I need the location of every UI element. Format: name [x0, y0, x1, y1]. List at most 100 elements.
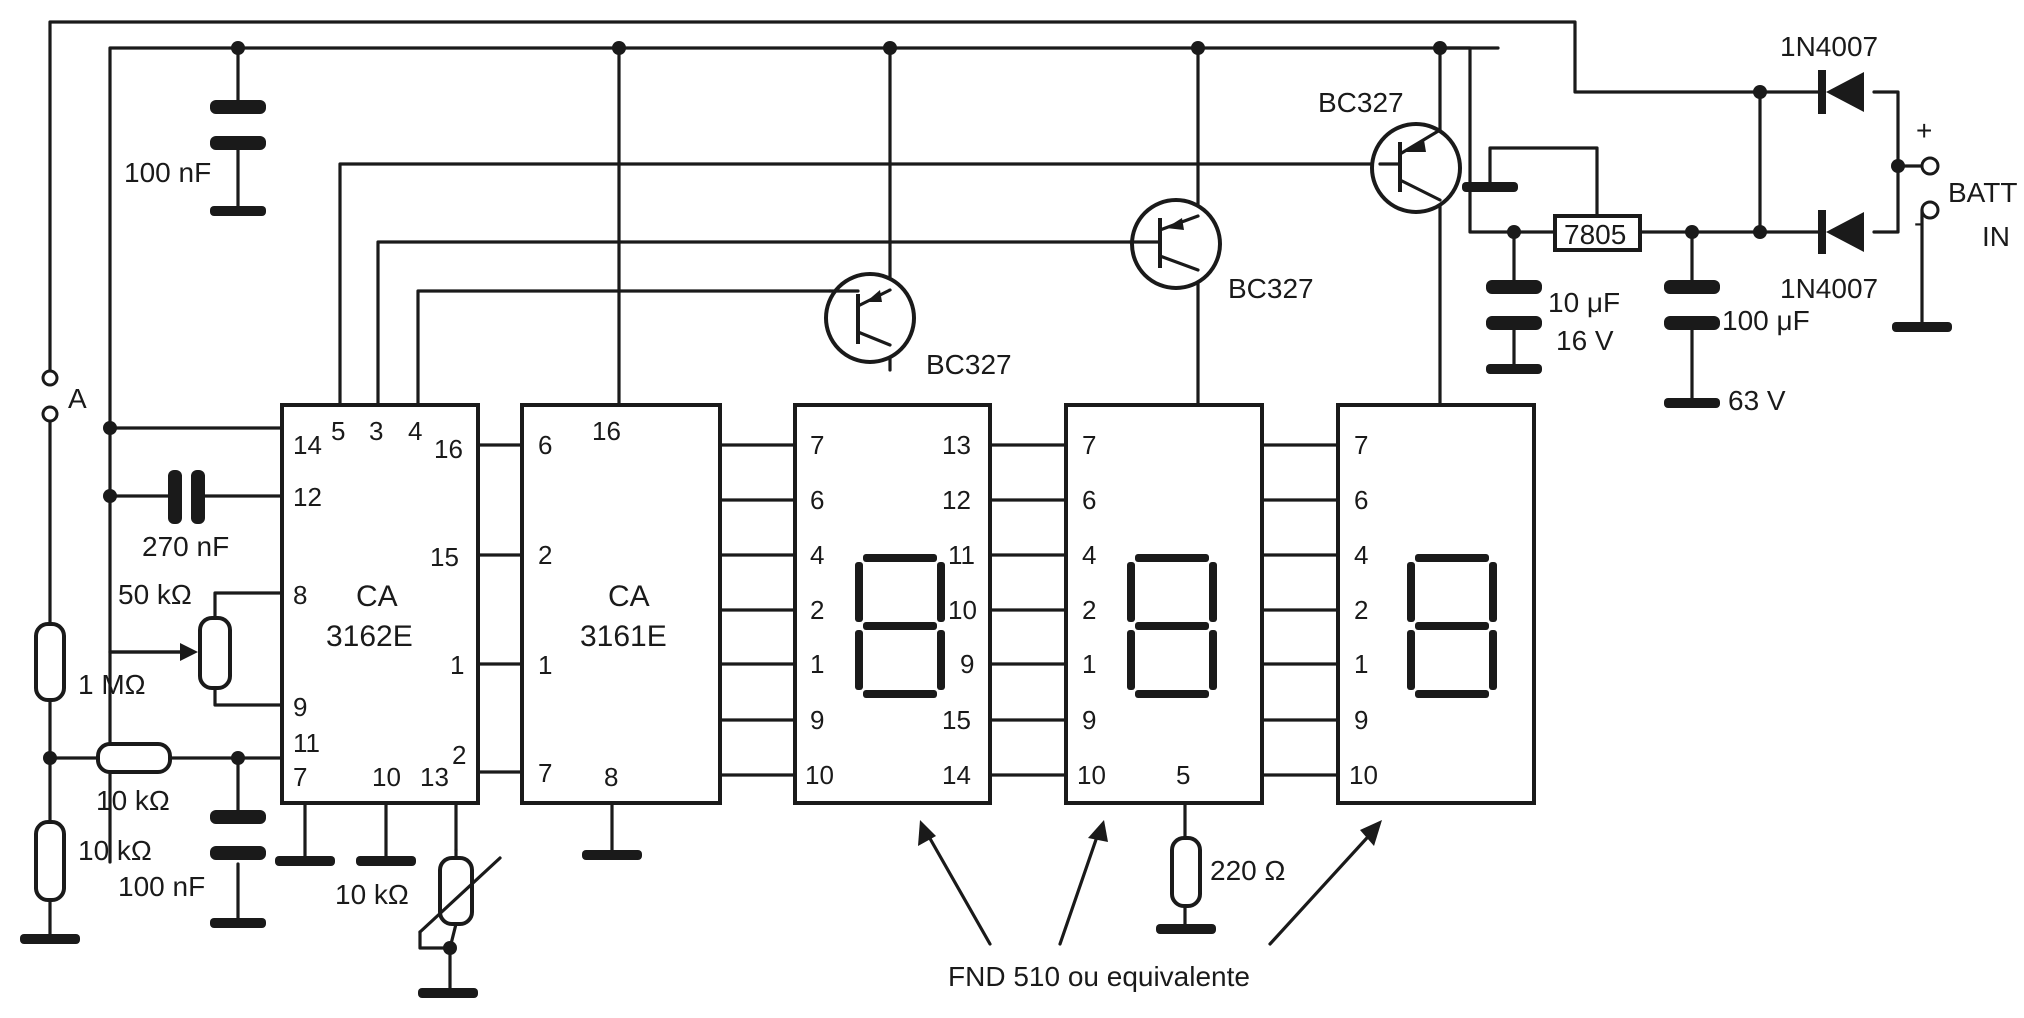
pin-label: 2 [1082, 595, 1096, 625]
pin-label: 6 [1082, 485, 1096, 515]
pin-label: 3 [369, 416, 383, 446]
digit-glyph-3 [1407, 554, 1497, 698]
batt-label-1: BATT [1948, 177, 2017, 208]
transistor-bc327-3: BC327 [1318, 87, 1462, 214]
seven-segment-display-3: 7 6 4 2 1 9 10 [1336, 403, 1536, 805]
pin-label: 4 [408, 416, 422, 446]
pot-50k-label: 50 kΩ [118, 579, 192, 610]
pin-label: 16 [434, 434, 463, 464]
pin-label: 2 [538, 540, 552, 570]
res-220-label: 220 Ω [1210, 855, 1285, 886]
pin-label: 12 [293, 482, 322, 512]
pin-label: 2 [810, 595, 824, 625]
pin-label: 8 [604, 762, 618, 792]
diode-top-label: 1N4007 [1780, 31, 1878, 62]
capacitor-100nf-bottom: 100 nF [118, 810, 266, 928]
thermistor-10k: 10 kΩ [335, 848, 502, 998]
pin-label: 4 [1082, 540, 1096, 570]
pin-label: 6 [1354, 485, 1368, 515]
pin-label: 15 [430, 542, 459, 572]
pin-label: 9 [1354, 705, 1368, 735]
capacitor-100uf: 100 μF 63 V [1664, 280, 1810, 416]
regulator-label: 7805 [1564, 219, 1626, 250]
capacitor-270nf: 270 nF [142, 470, 229, 562]
ground-symbols [275, 182, 1952, 866]
cap-100uf-voltage: 63 V [1728, 385, 1786, 416]
pin-label: 10 [1349, 760, 1378, 790]
pin-label: 9 [293, 692, 307, 722]
ic-ca3162e: CA 3162E 14 5 3 4 16 12 15 8 1 9 11 7 10… [280, 403, 480, 805]
pin-label: 5 [1176, 760, 1190, 790]
display-caption-text: FND 510 ou equivalente [948, 961, 1250, 992]
pin-label: 5 [331, 416, 345, 446]
pin-label: 10 [1077, 760, 1106, 790]
diode-1n4007-top: 1N4007 [1780, 31, 1878, 114]
pin-label: 10 [805, 760, 834, 790]
regulator-7805: 7805 [1553, 214, 1642, 252]
pin-label: 7 [538, 758, 552, 788]
pin-label: 13 [420, 762, 449, 792]
cap-100nf-top-label: 100 nF [124, 157, 211, 188]
pin-label: 2 [1354, 595, 1368, 625]
batt-minus: - [1914, 207, 1923, 238]
resistor-1m: 1 MΩ [34, 622, 146, 702]
junction-dots [43, 41, 1905, 955]
resistor-220: 220 Ω [1156, 836, 1285, 934]
pin-label: 1 [1082, 649, 1096, 679]
pin-label: 1 [1354, 649, 1368, 679]
pin-label: 4 [810, 540, 824, 570]
ntc-10k-label: 10 kΩ [335, 879, 409, 910]
transistor-1-label: BC327 [926, 349, 1012, 380]
switch-label: A [68, 383, 87, 414]
ic-ca3161e-name-1: CA [608, 580, 650, 613]
resistor-10k-horizontal: 10 kΩ [96, 742, 172, 816]
potentiometer-50k: 50 kΩ [108, 579, 232, 690]
pin-label: 7 [1354, 430, 1368, 460]
pin-label: 16 [592, 416, 621, 446]
pin-label: 1 [450, 650, 464, 680]
pin-label: 9 [1082, 705, 1096, 735]
cap-270nf-label: 270 nF [142, 531, 229, 562]
pin-label: 12 [942, 485, 971, 515]
digit-glyph-2 [1127, 554, 1217, 698]
pin-label: 4 [1354, 540, 1368, 570]
resistor-10k-vertical: 10 kΩ [20, 820, 152, 944]
cap-10uf-value: 10 μF [1548, 287, 1620, 318]
pin-label: 10 [372, 762, 401, 792]
capacitor-10uf: 10 μF 16 V [1486, 280, 1620, 374]
cap-10uf-voltage: 16 V [1556, 325, 1614, 356]
pin-label: 9 [810, 705, 824, 735]
pin-label: 6 [538, 430, 552, 460]
diode-1n4007-bottom: 1N4007 [1780, 210, 1878, 304]
pin-label: 11 [948, 540, 975, 570]
pin-label: 9 [960, 649, 974, 679]
transistor-bc327-1: BC327 [824, 272, 1012, 380]
display-caption: FND 510 ou equivalente [918, 820, 1382, 992]
ic-ca3161e-name-2: 3161E [580, 620, 667, 653]
transistor-3-label: BC327 [1318, 87, 1404, 118]
pin-label: 14 [293, 430, 322, 460]
batt-label-2: IN [1982, 221, 2010, 252]
capacitor-100nf-top: 100 nF [124, 100, 266, 216]
pin-label: 11 [293, 728, 320, 758]
cap-100uf-value: 100 μF [1722, 305, 1810, 336]
pin-label: 7 [1082, 430, 1096, 460]
seven-segment-display-1: 7 6 4 2 1 9 10 13 12 11 10 9 15 14 [793, 403, 992, 805]
pin-label: 10 [948, 595, 977, 625]
ic-ca3162e-name-1: CA [356, 580, 398, 613]
pin-label: 1 [538, 650, 552, 680]
pin-label: 13 [942, 430, 971, 460]
res-10k-b-label: 10 kΩ [78, 835, 152, 866]
pin-label: 7 [293, 762, 307, 792]
ic-ca3162e-name-2: 3162E [326, 620, 413, 653]
diode-bottom-label: 1N4007 [1780, 273, 1878, 304]
pin-label: 1 [810, 649, 824, 679]
batt-plus: + [1916, 115, 1932, 146]
transistor-2-label: BC327 [1228, 273, 1314, 304]
pin-label: 15 [942, 705, 971, 735]
transistor-bc327-2: BC327 [1128, 198, 1314, 304]
res-10k-a-label: 10 kΩ [96, 785, 170, 816]
pin-label: 8 [293, 580, 307, 610]
cap-100nf-bottom-label: 100 nF [118, 871, 205, 902]
